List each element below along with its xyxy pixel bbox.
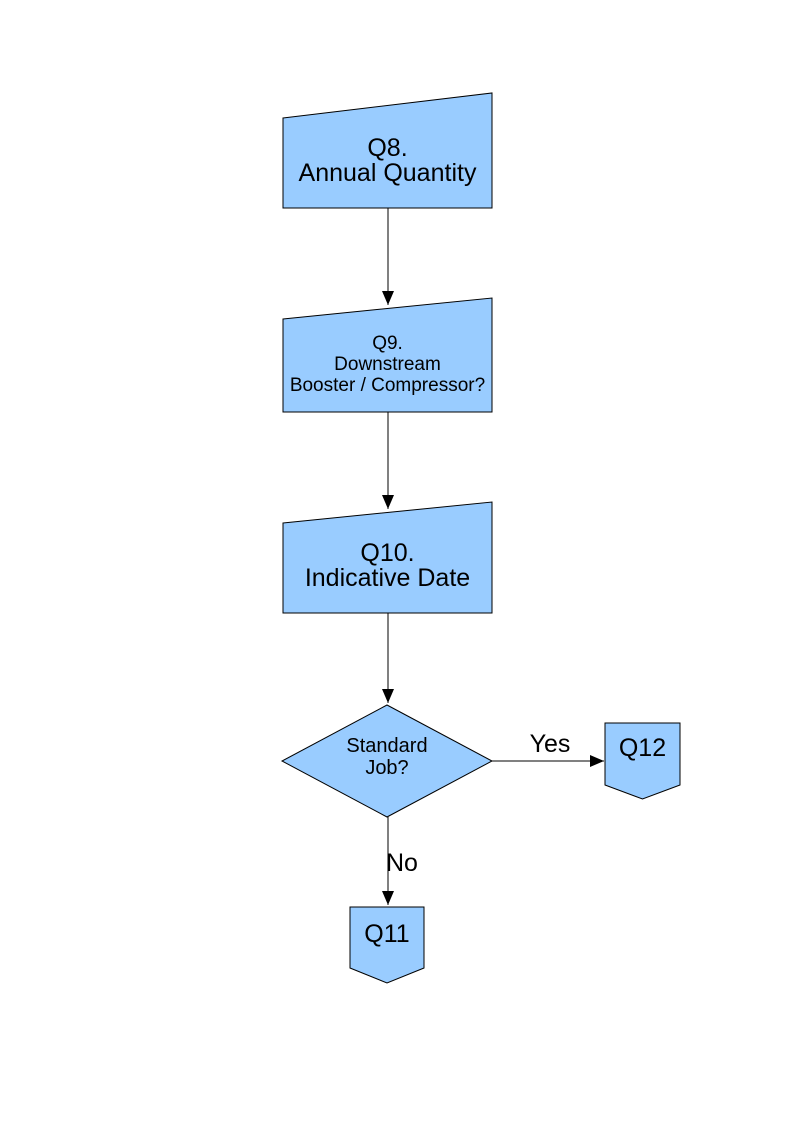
q10-label-line1: Q10. xyxy=(360,539,415,567)
q9-label-line2: Downstream xyxy=(334,354,441,375)
q10-node-label: Q10. Indicative Date xyxy=(283,541,492,591)
q9-label-line3: Booster / Compressor? xyxy=(289,375,486,396)
no-edge-label: No xyxy=(386,849,418,877)
q8-label-line1: Q8. xyxy=(367,134,408,162)
standard-job-decision-label: Standard Job? xyxy=(282,735,492,779)
q11-connector-label: Q11 xyxy=(364,920,410,948)
q11-connector-shape xyxy=(349,906,425,984)
q8-node-label: Q8. Annual Quantity xyxy=(283,136,492,186)
decision-label-line1: Standard xyxy=(346,735,428,757)
standard-job-decision-shape xyxy=(280,704,494,818)
q10-label-line2: Indicative Date xyxy=(304,564,471,592)
q9-node-shape xyxy=(282,297,493,413)
q12-connector-label: Q12 xyxy=(618,734,667,762)
q12-connector-shape xyxy=(604,722,681,800)
q10-node-shape xyxy=(282,501,493,614)
decision-label-line2: Job? xyxy=(365,757,409,779)
q9-node-label: Q9. Downstream Booster / Compressor? xyxy=(283,333,492,396)
q8-node-shape xyxy=(282,92,493,209)
yes-edge-label: Yes xyxy=(529,730,571,758)
q9-label-line1: Q9. xyxy=(372,333,403,354)
q8-label-line2: Annual Quantity xyxy=(298,159,477,187)
